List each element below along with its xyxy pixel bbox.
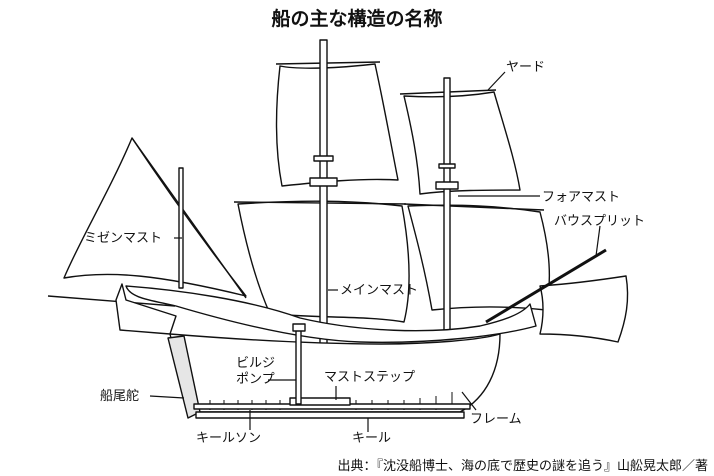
fore-topsail	[403, 91, 521, 195]
label-bilge-pump-line1: ビルジ	[236, 356, 276, 371]
fore-mast	[443, 77, 451, 335]
bowsprit-spar	[485, 248, 607, 324]
mast-step	[289, 397, 351, 406]
hull-upper	[125, 285, 537, 343]
label-frame: フレーム	[470, 412, 522, 427]
label-foremast: フォアマスト	[542, 190, 621, 205]
keel	[195, 411, 465, 419]
label-rudder: 船尾舵	[100, 389, 140, 404]
bilge-pump	[295, 329, 302, 405]
main-top	[309, 177, 338, 187]
spritsail	[539, 275, 629, 343]
main-topsail	[275, 63, 399, 187]
label-bowsprit: バウスプリット	[554, 214, 646, 229]
main-crosstree	[313, 155, 334, 162]
diagram-title: 船の主な構造の名称	[271, 8, 443, 30]
label-mast-step: マストステップ	[324, 370, 416, 385]
label-bilge-pump-line2: ポンプ	[236, 372, 275, 387]
label-yard: ヤード	[506, 60, 546, 75]
leader-bowsprit	[595, 225, 601, 257]
label-mizzenmast: ミゼンマスト	[84, 231, 163, 246]
bilge-pump-head	[292, 323, 306, 332]
main-top-yard	[275, 61, 381, 65]
fore-course	[407, 204, 551, 311]
source-credit: 出典：『沈没船博士、海の底で歴史の謎を追う』山舩晃太郎／著	[337, 459, 708, 474]
leader-yard	[487, 71, 506, 91]
fore-course-yard	[403, 203, 545, 211]
mizzen-yard	[131, 137, 247, 299]
label-keel: キール	[352, 431, 392, 446]
leader-rudder	[149, 395, 185, 399]
fore-top	[435, 181, 459, 190]
label-mainmast: メインマスト	[340, 283, 419, 298]
mizzen-sail	[63, 137, 247, 297]
leader-frame	[461, 391, 477, 411]
mizzen-mast	[178, 167, 184, 289]
fore-crosstree	[438, 163, 456, 169]
label-keelson: キールソン	[196, 431, 262, 446]
mizzen-boom	[47, 295, 176, 307]
